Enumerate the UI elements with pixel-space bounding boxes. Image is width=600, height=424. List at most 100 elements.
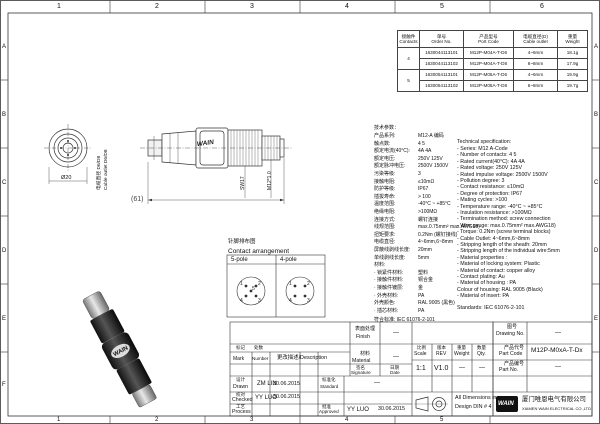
svg-text:1: 1 xyxy=(240,281,243,287)
projection-symbol-icon xyxy=(414,396,448,412)
company-name-en: XIAMEN WAIN ELECTRICAL CO.,LTD xyxy=(522,406,591,411)
column-label: 5 xyxy=(440,3,444,10)
row-label: B xyxy=(2,112,7,118)
dimension-diameter: Ø20 xyxy=(61,175,72,181)
svg-text:1: 1 xyxy=(289,281,292,287)
contact-title-en: Contact arrangement xyxy=(228,248,290,255)
side-view-drawing xyxy=(140,127,292,204)
company-logo-text: WAIN xyxy=(498,401,514,407)
cell-weight: 19.7g xyxy=(557,80,588,92)
spec-en-row: - Number of contacts: 4 5 xyxy=(457,152,517,159)
spec-en-row: - Degree of protection: IP67 xyxy=(457,190,523,197)
checked-label: 校对 xyxy=(236,392,245,397)
qty-label-en: Qty. xyxy=(477,351,486,357)
spec-cn-label: 接触电阻: xyxy=(374,178,396,185)
spec-cn-value: >100MΩ xyxy=(418,209,438,215)
spec-cn-value: M12-A 编码 xyxy=(418,133,444,139)
spec-cn-label: 额定脉冲电压: xyxy=(374,163,406,170)
part-code-label-en: Part Code xyxy=(499,351,523,357)
signature-label: 签名 xyxy=(356,365,365,370)
weight-label-en: Weight xyxy=(454,351,470,357)
svg-text:2: 2 xyxy=(307,281,310,287)
spec-en-row: - Cable Outlet: 4~6mm,6~8mm xyxy=(457,235,530,242)
spec-cn-label: · 插芯材料: xyxy=(374,307,399,314)
column-label: 3 xyxy=(250,417,254,423)
spec-cn-value: 4~6mm,6~8mm xyxy=(418,239,454,246)
drawn-name: ZM LIN xyxy=(257,381,277,387)
svg-text:3: 3 xyxy=(307,298,310,304)
approved-date: 30.06.2015 xyxy=(378,406,405,412)
spec-en-row: - Material of insert: PA xyxy=(457,293,510,300)
process-label-en: Process xyxy=(232,409,251,415)
row-label: E xyxy=(594,316,599,322)
mark-label: 标记 xyxy=(236,345,245,350)
column-label: 4 xyxy=(345,417,349,423)
column-label: 1 xyxy=(57,3,61,10)
part-code-value: M12P-M0xA-T-Dx xyxy=(531,347,583,354)
spec-cn-label: 线规范围: xyxy=(374,224,396,231)
spec-en-row: - Stripping length of the sheath: 20mm xyxy=(457,242,547,248)
spec-cn-label: 绝缘电阻: xyxy=(374,209,396,215)
row-label: C xyxy=(2,180,7,186)
svg-text:5: 5 xyxy=(252,286,255,292)
spec-cn-value: 塑料 xyxy=(418,269,429,276)
spec-cn-label: · 接触件材料: xyxy=(374,277,404,284)
part-code-label: 产品代号 xyxy=(504,345,525,351)
spec-en-row: - Termination method: screw connection xyxy=(457,216,551,223)
spec-cn-value: RAL 9005 (黑色) xyxy=(418,300,455,307)
column-label: 5 xyxy=(440,417,444,423)
row-label: F xyxy=(2,382,6,388)
material-value: — xyxy=(393,354,399,360)
company-name-cn: 厦门唯恩电气有限公司 xyxy=(522,396,586,403)
svg-text:3: 3 xyxy=(258,298,261,304)
spec-cn-value: > 100 xyxy=(418,193,431,200)
row-label: A xyxy=(594,44,599,50)
checked-name: YY LUO xyxy=(255,395,277,401)
part-no-value: — xyxy=(555,364,561,370)
approved-name: YY LUO xyxy=(347,407,369,413)
date-label: 日期 xyxy=(390,365,399,370)
spec-cn-label: 额定电流(40°C): xyxy=(374,148,410,155)
spec-cn-standard: 符合标准: IEC 61076-2-101 xyxy=(374,317,435,324)
spec-en-row: - Material properties : xyxy=(457,254,508,261)
spec-cn-value: 20mm xyxy=(418,247,432,253)
svg-text:4: 4 xyxy=(240,298,243,304)
spec-en-standard: Standards: IEC 61076-2-101 xyxy=(457,304,525,311)
spec-cn-value: max.0.75mm² max.AWG18) xyxy=(418,224,480,231)
spec-cn-label: 防护等级: xyxy=(374,186,396,193)
spec-cn-value: 4 5 xyxy=(418,140,425,147)
spec-en-row: - Stripping length of the individual wir… xyxy=(457,248,560,255)
description-label: 更改描述/Description xyxy=(277,355,328,361)
row-label: D xyxy=(2,248,7,254)
dimension-note: All Dimensions in mm xyxy=(455,395,507,401)
std-label: 标准化 xyxy=(322,377,336,382)
svg-text:4: 4 xyxy=(289,298,292,304)
spec-cn-label: 额定电压: xyxy=(374,155,396,162)
spec-cn-value: ≤10mΩ xyxy=(418,178,435,185)
spec-cn-label: 温度范围: xyxy=(374,201,396,208)
spec-cn-label: · 锁紧件材料: xyxy=(374,269,404,276)
product-photo: WAIN xyxy=(82,291,157,408)
spec-en-row: - Rated voltage: 250V 125V xyxy=(457,165,523,172)
number-label-en: Number xyxy=(252,356,269,361)
front-view-drawing xyxy=(44,124,92,184)
rev-label: 版本 xyxy=(437,345,446,350)
spec-en-row: - Wire gauge: max.0.75mm² max.AWG18) xyxy=(457,222,556,229)
spec-cn-value: 5mm xyxy=(418,254,430,261)
finish-value: — xyxy=(393,330,399,336)
spec-cn-label: · 接触件镀层: xyxy=(374,285,404,291)
spec-en-row: - Insulation resistance: >100MΩ xyxy=(457,210,532,216)
table-row: 5 1630054113101 M12P-M05A-T-D6 4~6mm 19.… xyxy=(397,69,588,92)
spec-cn-label: 触点数: xyxy=(374,140,391,147)
specs-en: Technical specification: - Series: M12 A… xyxy=(457,139,592,330)
spec-en-row: - Rated current(40°C): 4A 4A xyxy=(457,158,525,165)
finish-label-en: Finish xyxy=(356,334,370,340)
process-label: 工艺 xyxy=(236,404,245,409)
row-label: C xyxy=(594,180,599,186)
spec-cn-label: · 外壳材料: xyxy=(374,292,399,299)
weight-label: 重量 xyxy=(457,345,466,350)
